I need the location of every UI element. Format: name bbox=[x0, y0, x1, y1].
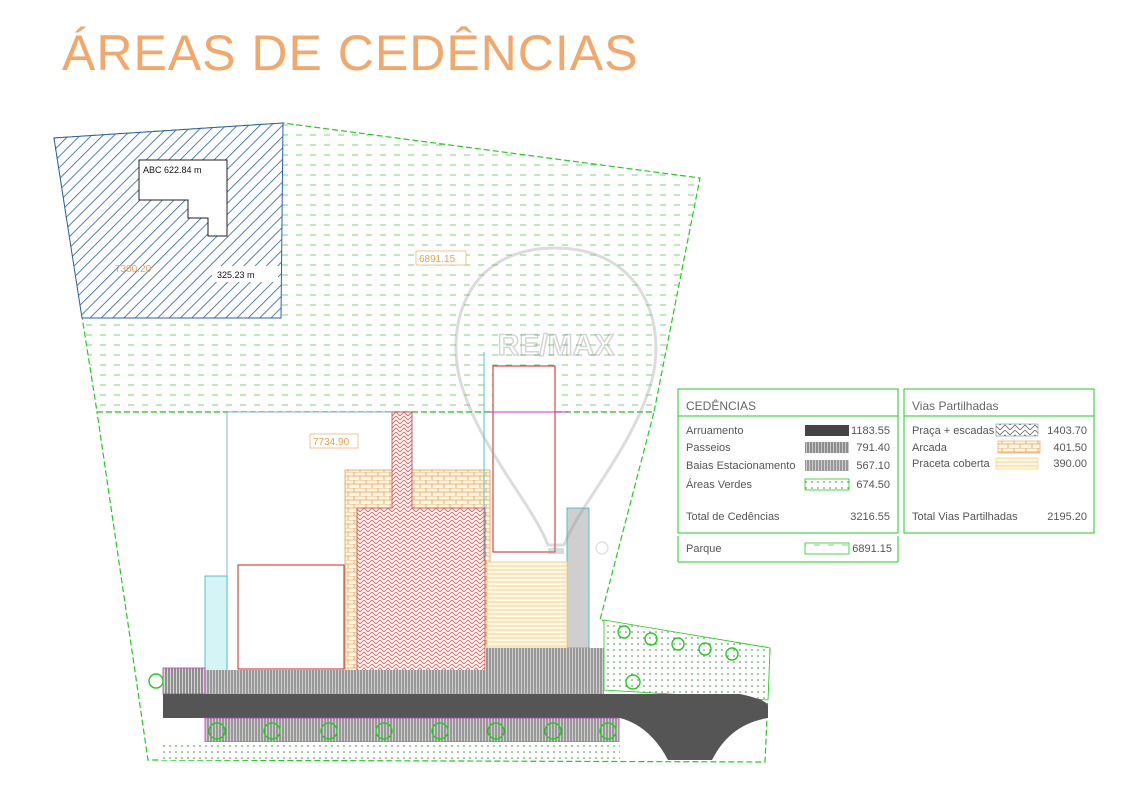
legend-cedencias: CEDÊNCIAS Arruamento 1183.55 Passeios 79… bbox=[677, 388, 899, 534]
praceta-coberta bbox=[486, 561, 568, 649]
lower-dotted-strip bbox=[160, 742, 620, 760]
swatch-praceta bbox=[995, 457, 1039, 470]
legend-vias: Vias Partilhadas Praça + escadas 1403.70… bbox=[903, 388, 1095, 534]
abc-building-outline bbox=[138, 159, 228, 237]
legend-cedencias-heading: CEDÊNCIAS bbox=[686, 398, 756, 413]
legend-parque-label: Parque bbox=[686, 543, 721, 555]
label-box-mid bbox=[309, 433, 359, 449]
legend-row-value: 674.50 bbox=[856, 479, 890, 491]
legend-row-label: Passeios bbox=[686, 442, 731, 454]
swatch-baias bbox=[805, 460, 849, 471]
label-blue-area: 7300.20 bbox=[115, 264, 152, 275]
legend-total-value: 3216.55 bbox=[850, 511, 890, 523]
legend-vias-heading: Vias Partilhadas bbox=[912, 399, 999, 413]
label-top-area: 6891.15 bbox=[419, 254, 456, 265]
legend-parque-value: 6891.15 bbox=[852, 543, 892, 555]
arcade-red-outline bbox=[492, 365, 556, 553]
legend-total-value: 2195.20 bbox=[1047, 511, 1087, 523]
legend-row-label: Praça + escadas bbox=[912, 425, 995, 437]
legend-row-label: Baias Estacionamento bbox=[686, 460, 795, 472]
blue-hatched-lot bbox=[53, 122, 284, 319]
legend-row-label: Praceta coberta bbox=[912, 458, 991, 470]
remax-watermark: RE/MAX bbox=[454, 246, 658, 555]
legend-row-value: 791.40 bbox=[856, 442, 890, 454]
label-box-top bbox=[415, 250, 467, 266]
legend-row-value: 1403.70 bbox=[1047, 425, 1087, 437]
legend-row-value: 1183.55 bbox=[851, 425, 890, 437]
swatch-parque bbox=[804, 542, 850, 555]
legend-total-label: Total Vias Partilhadas bbox=[912, 511, 1018, 523]
swatch-praca bbox=[995, 423, 1039, 437]
legend-row-label: Arcada bbox=[912, 442, 948, 454]
legend-row-value: 390.00 bbox=[1053, 458, 1087, 470]
cyan-strip-left bbox=[204, 575, 228, 672]
legend-row-label: Arruamento bbox=[686, 425, 743, 437]
magenta-baia-left bbox=[162, 667, 206, 695]
label-mid-area: 7734.90 bbox=[313, 437, 350, 448]
swatch-arcada bbox=[997, 440, 1041, 454]
legend-parque: Parque 6891.15 bbox=[677, 536, 899, 563]
legend-total-label: Total de Cedências bbox=[686, 511, 780, 523]
passeio-band-left bbox=[205, 670, 485, 694]
legend-row-value: 401.50 bbox=[1053, 442, 1087, 454]
label-abc: ABC 622.84 m bbox=[143, 165, 202, 175]
legend-row-label: Áreas Verdes bbox=[686, 478, 753, 491]
road-arruamento bbox=[163, 694, 768, 760]
label-325: 325.23 m bbox=[217, 270, 255, 280]
page-title: ÁREAS DE CEDÊNCIAS bbox=[62, 25, 639, 81]
swatch-passeios bbox=[805, 442, 849, 453]
legend-row-value: 567.10 bbox=[856, 460, 890, 472]
passeio-band bbox=[485, 648, 604, 696]
swatch-arruamento bbox=[805, 425, 849, 436]
watermark-text: RE/MAX bbox=[498, 329, 615, 362]
label-box-325 bbox=[212, 266, 278, 282]
swatch-areas-verdes bbox=[804, 478, 850, 491]
trees bbox=[148, 625, 739, 740]
inner-building-left bbox=[237, 564, 345, 670]
